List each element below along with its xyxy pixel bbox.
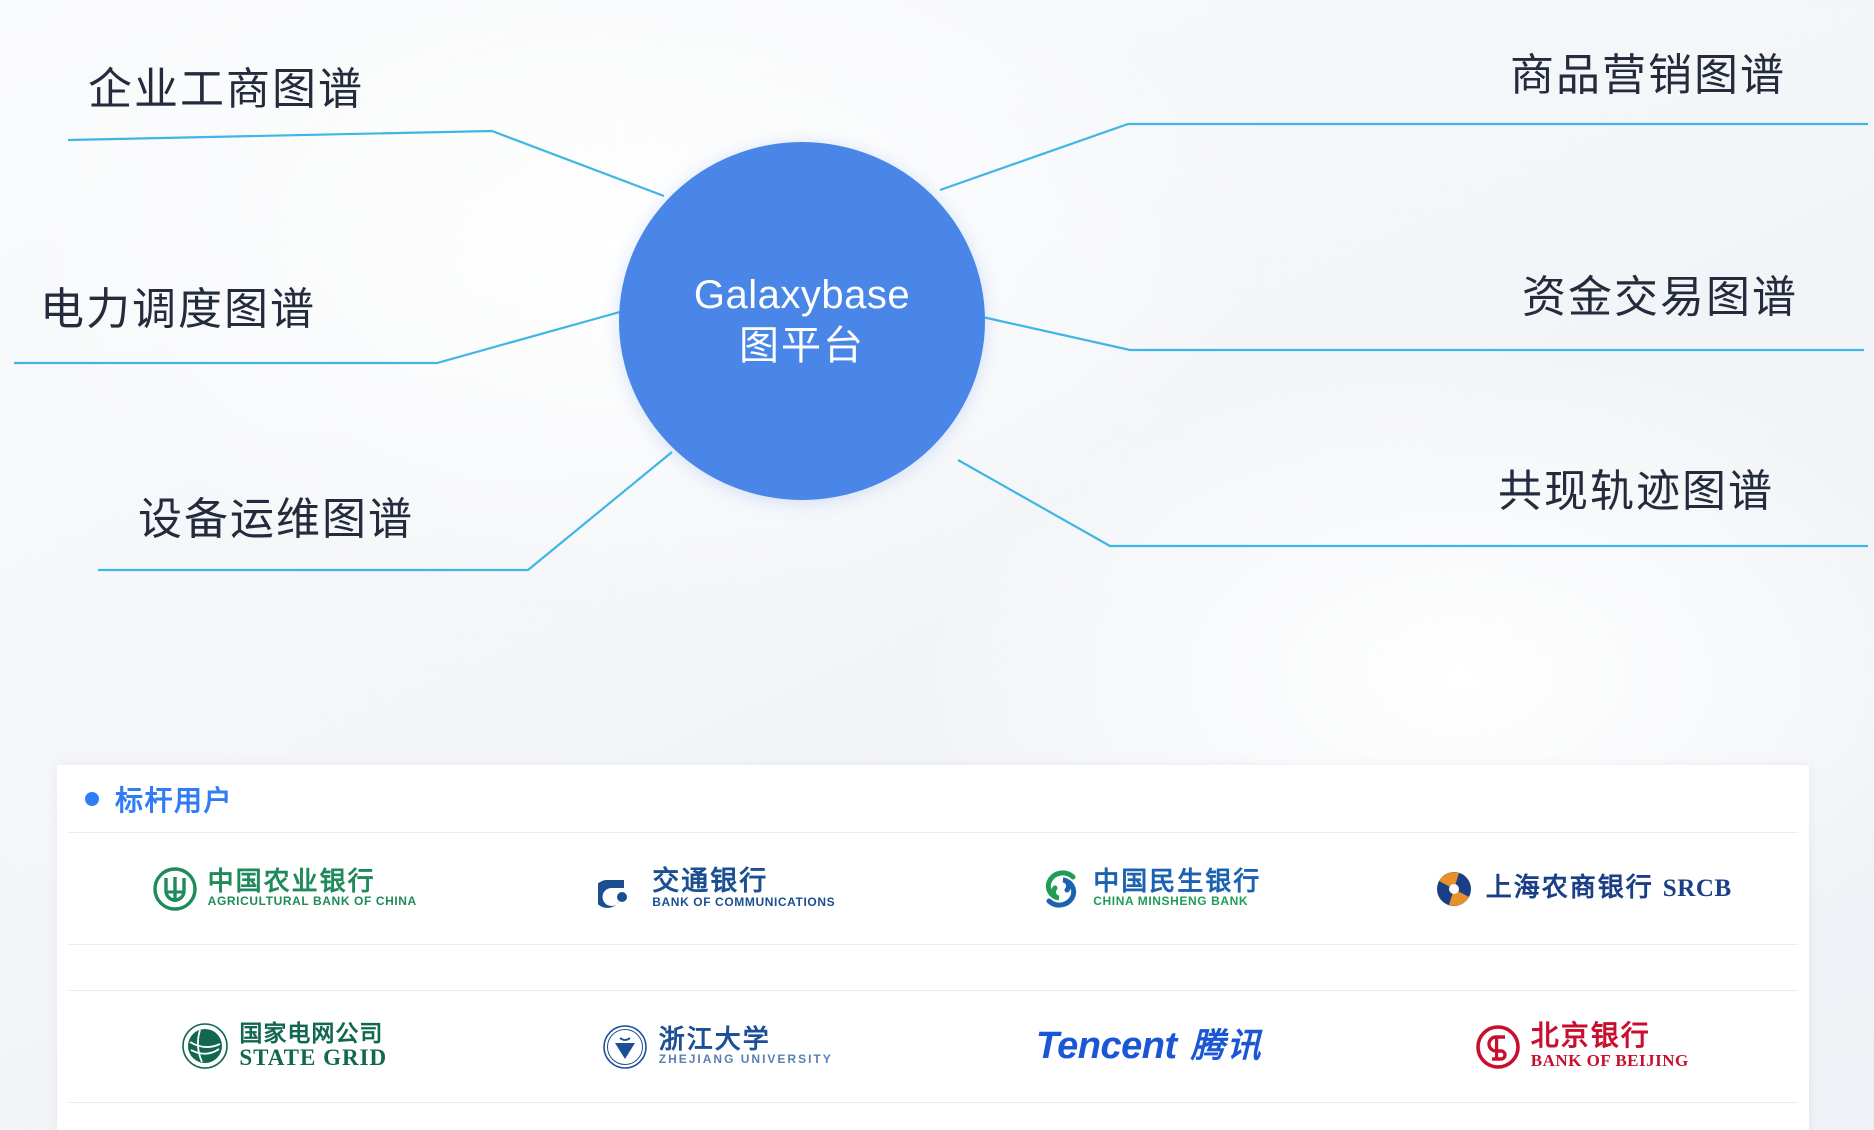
srcb-mark-icon (1436, 871, 1471, 906)
abc-mark-icon (152, 866, 197, 911)
logo-row-divider (68, 944, 1798, 990)
logo-cn-name: 上海农商银行 (1485, 872, 1654, 902)
logo-cn-name: 中国民生银行 (1093, 865, 1262, 896)
benchmark-users-panel: 标杆用户 中国农业银行 AGRICULTURAL BANK OF CHINA (57, 765, 1809, 1130)
logo-en-name: BANK OF BEIJING (1530, 1051, 1689, 1071)
logo-cmbc: 中国民生银行 CHINA MINSHENG BANK (1037, 865, 1262, 910)
logo-cell-bob[interactable]: 北京银行 BANK OF BEIJING (1366, 991, 1799, 1102)
spoke-label-product-marketing[interactable]: 商品营销图谱 (1510, 51, 1786, 100)
logo-abc: 中国农业银行 AGRICULTURAL BANK OF CHINA (152, 866, 417, 912)
logo-cell-cmbc[interactable]: 中国民生银行 CHINA MINSHENG BANK (933, 833, 1366, 944)
logo-cell-srcb[interactable]: 上海农商银行 SRCB (1366, 833, 1799, 944)
spoke-label-enterprise-business[interactable]: 企业工商图谱 (88, 65, 364, 114)
bullet-dot-icon (85, 791, 99, 806)
connector-enterprise-business (67, 129, 665, 198)
logo-cn-name: 北京银行 (1530, 1021, 1651, 1053)
bob-mark-icon (1475, 1024, 1520, 1069)
connector-product-marketing (939, 122, 1868, 192)
logo-cn-name: 腾讯 (1190, 1026, 1263, 1065)
logo-row-divider-bottom (68, 1102, 1798, 1130)
spoke-label-equipment-ops[interactable]: 设备运维图谱 (138, 495, 414, 544)
spoke-label-fund-transaction[interactable]: 资金交易图谱 (1522, 273, 1798, 322)
logo-cell-tencent[interactable]: Tencent 腾讯 (933, 991, 1366, 1102)
panel-title: 标杆用户 (115, 784, 234, 816)
radial-diagram: Galaxybase 图平台 企业工商图谱 电力调度图谱 设备运维图谱 商品营销… (14, 51, 1868, 572)
cmbc-mark-icon (1046, 869, 1077, 908)
logo-en-name: BANK OF COMMUNICATIONS (652, 894, 836, 909)
logo-cn-name: 交通银行 (652, 866, 769, 897)
logo-en-name: STATE GRID (239, 1045, 388, 1071)
hub-title-cn: 图平台 (739, 324, 865, 368)
logo-tencent: Tencent 腾讯 (1036, 1025, 1263, 1069)
logo-zju: 浙江大学 ZHEJIANG UNIVERSITY (601, 1023, 833, 1071)
state-grid-mark-icon (182, 1023, 229, 1070)
spoke-label-power-dispatch[interactable]: 电力调度图谱 (40, 285, 316, 334)
logo-cell-bocom[interactable]: 交通银行 BANK OF COMMUNICATIONS (501, 833, 934, 944)
logo-en-name: SRCB (1662, 874, 1732, 902)
spoke-label-cooccurrence-trajectory[interactable]: 共现轨迹图谱 (1498, 467, 1774, 516)
central-hub: Galaxybase 图平台 (619, 142, 985, 500)
logo-bob: 北京银行 BANK OF BEIJING (1475, 1022, 1689, 1071)
logo-cn-name: 浙江大学 (658, 1024, 771, 1054)
bocom-mark-icon (598, 879, 628, 908)
logo-cell-zju[interactable]: 浙江大学 ZHEJIANG UNIVERSITY (501, 991, 934, 1102)
panel-header: 标杆用户 (57, 765, 1809, 832)
logo-state-grid: 国家电网公司 STATE GRID (181, 1021, 387, 1072)
logo-en-name: AGRICULTURAL BANK OF CHINA (207, 894, 417, 909)
logo-bocom: 交通银行 BANK OF COMMUNICATIONS (598, 867, 835, 911)
logo-cell-state-grid[interactable]: 国家电网公司 STATE GRID (68, 991, 501, 1102)
logo-en-name: ZHEJIANG UNIVERSITY (658, 1052, 833, 1067)
logo-en-name: Tencent (1035, 1024, 1177, 1067)
hub-title-en: Galaxybase (693, 272, 911, 317)
logo-cn-name: 中国农业银行 (207, 866, 376, 896)
logo-en-name: CHINA MINSHENG BANK (1093, 894, 1249, 909)
logo-srcb: 上海农商银行 SRCB (1432, 867, 1732, 911)
logo-cell-abc[interactable]: 中国农业银行 AGRICULTURAL BANK OF CHINA (68, 833, 501, 944)
zju-mark-icon (602, 1024, 647, 1069)
logo-row: 中国农业银行 AGRICULTURAL BANK OF CHINA 交通银行 B… (68, 832, 1798, 944)
logo-row: 国家电网公司 STATE GRID 浙江大学 ZHEJIANG UNIVERSI… (68, 990, 1798, 1102)
logo-cn-name: 国家电网公司 (239, 1020, 384, 1047)
